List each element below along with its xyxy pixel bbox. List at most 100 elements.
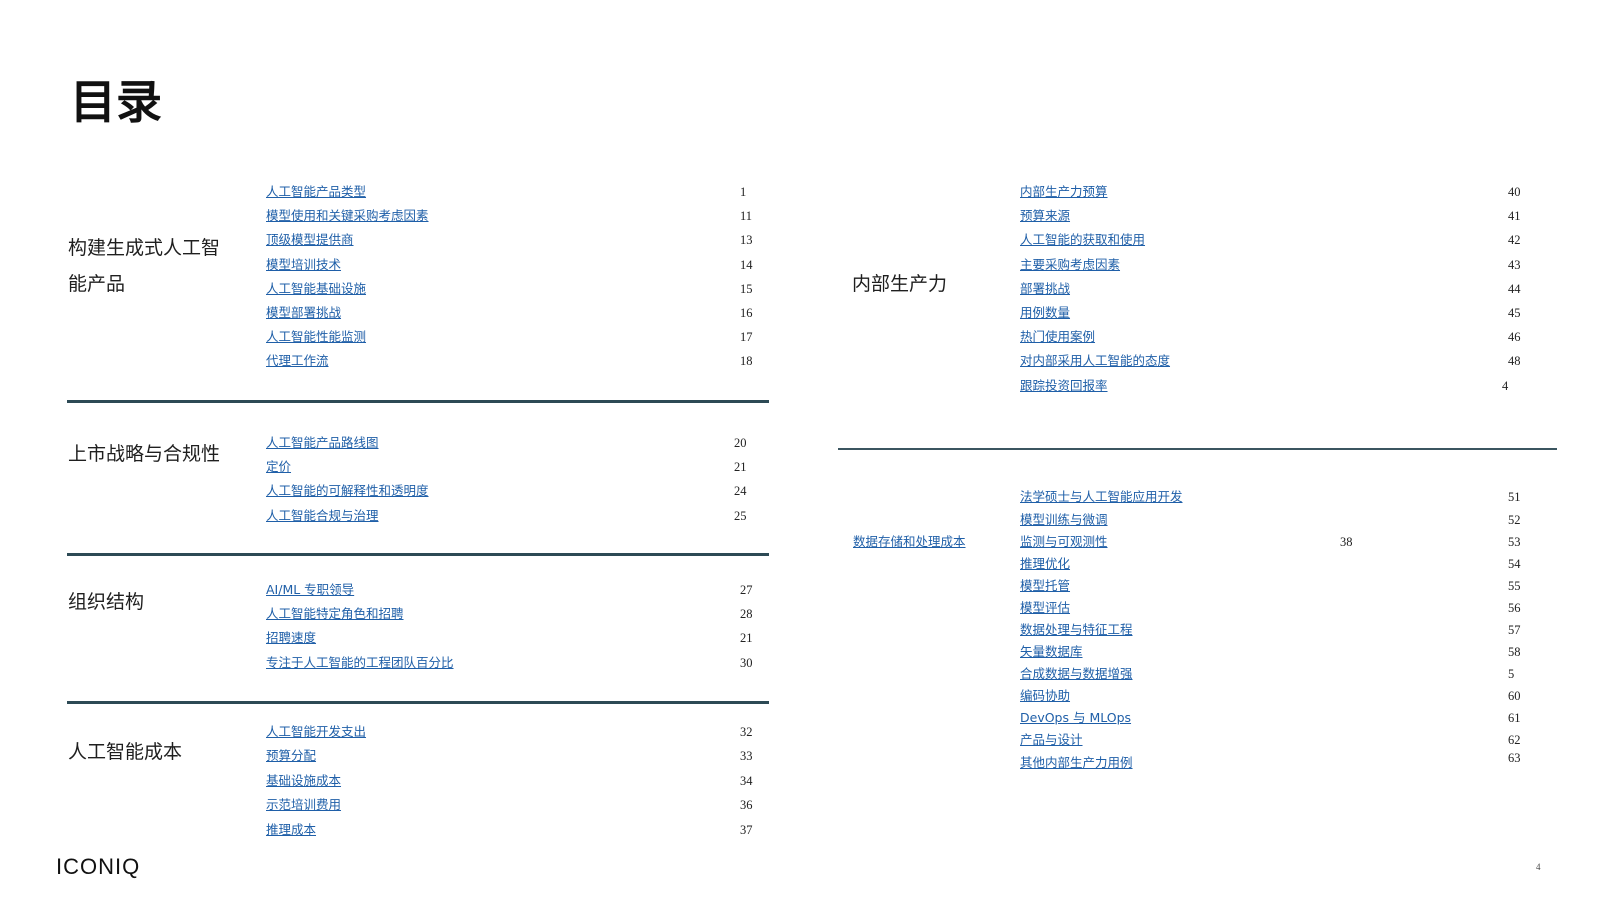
page-number: 11: [740, 209, 753, 223]
toc-link[interactable]: 人工智能基础设施: [266, 281, 367, 296]
toc-link[interactable]: 编码协助: [1020, 688, 1071, 703]
page-number: 62: [1508, 733, 1521, 747]
toc-link[interactable]: 专注于人工智能的工程团队百分比: [266, 655, 454, 670]
toc-link[interactable]: 预算来源: [1020, 208, 1071, 223]
toc-link[interactable]: 人工智能性能监测: [266, 329, 367, 344]
toc-link[interactable]: 人工智能特定角色和招聘: [266, 606, 404, 621]
toc-link[interactable]: 人工智能开发支出: [266, 724, 367, 739]
section-title-ai-cost: 人工智能成本: [68, 741, 183, 763]
toc-link[interactable]: 模型评估: [1020, 600, 1071, 615]
page-number: 33: [740, 749, 753, 763]
page-number: 32: [740, 725, 753, 739]
toc-link[interactable]: 对内部采用人工智能的态度: [1020, 353, 1171, 368]
toc-link[interactable]: 合成数据与数据增强: [1020, 666, 1133, 681]
page-number: 24: [734, 484, 747, 498]
section-title-org-structure: 组织结构: [68, 591, 145, 613]
page-number: 21: [734, 460, 747, 474]
toc-link[interactable]: 热门使用案例: [1020, 329, 1096, 344]
iconiq-logo: ICONIQ: [56, 854, 141, 879]
toc-link[interactable]: 招聘速度: [266, 630, 317, 645]
toc-link[interactable]: 模型部署挑战: [266, 305, 342, 320]
page-number: 44: [1508, 282, 1521, 296]
section-title-internal-productivity: 内部生产力: [852, 273, 948, 295]
toc-link[interactable]: 人工智能的可解释性和透明度: [266, 483, 429, 498]
toc-link[interactable]: 顶级模型提供商: [266, 232, 354, 247]
toc-link[interactable]: 基础设施成本: [266, 773, 342, 788]
page-number: 41: [1508, 209, 1521, 223]
page-number: 45: [1508, 306, 1521, 320]
toc-link[interactable]: 预算分配: [266, 748, 317, 763]
section-divider: [67, 701, 769, 704]
section-divider: [838, 448, 1557, 450]
page-number: 48: [1508, 354, 1521, 368]
page-number: 61: [1508, 711, 1521, 725]
page-number: 60: [1508, 689, 1521, 703]
page-number: 52: [1508, 513, 1521, 527]
toc-link[interactable]: 人工智能的获取和使用: [1020, 232, 1146, 247]
toc-link[interactable]: 法学硕士与人工智能应用开发: [1020, 489, 1183, 504]
page-number: 53: [1508, 535, 1521, 549]
toc-link[interactable]: DevOps 与 MLOps: [1020, 710, 1132, 725]
page-number: 16: [740, 306, 753, 320]
page-number: 5: [1508, 667, 1515, 681]
page-number: 58: [1508, 645, 1521, 659]
toc-link[interactable]: 主要采购考虑因素: [1020, 257, 1121, 272]
toc-link[interactable]: 产品与设计: [1020, 732, 1083, 747]
page-number: 36: [740, 798, 753, 812]
toc-link[interactable]: 数据处理与特征工程: [1020, 622, 1133, 637]
toc-link-data-storage[interactable]: 数据存储和处理成本: [853, 534, 966, 549]
section-divider: [67, 553, 769, 556]
page-number: 17: [740, 330, 753, 344]
page-number: 42: [1508, 233, 1521, 247]
toc-link[interactable]: 示范培训费用: [266, 797, 342, 812]
page-number: 51: [1508, 490, 1521, 504]
page-number: 13: [740, 233, 753, 247]
toc-link[interactable]: 用例数量: [1020, 305, 1071, 320]
page-number: 25: [734, 509, 747, 523]
page-number: 28: [740, 607, 753, 621]
toc-link[interactable]: 部署挑战: [1020, 281, 1071, 296]
toc-link[interactable]: 人工智能产品类型: [266, 184, 367, 199]
toc-link[interactable]: 模型托管: [1020, 578, 1071, 593]
slide-number: 4: [1536, 862, 1541, 872]
toc-link[interactable]: 内部生产力预算: [1020, 184, 1108, 199]
toc-link[interactable]: AI/ML 专职领导: [266, 582, 355, 597]
toc-link[interactable]: 监测与可观测性: [1020, 534, 1108, 549]
page-number: 63: [1508, 751, 1521, 765]
page-number: 57: [1508, 623, 1521, 637]
toc-link[interactable]: 推理成本: [266, 822, 317, 837]
toc-link[interactable]: 人工智能合规与治理: [266, 508, 379, 523]
section-divider: [67, 400, 769, 403]
toc-link[interactable]: 推理优化: [1020, 556, 1071, 571]
page-number: 56: [1508, 601, 1521, 615]
section-title-gtm-compliance: 上市战略与合规性: [68, 443, 221, 465]
toc-link[interactable]: 矢量数据库: [1020, 644, 1083, 659]
toc-link[interactable]: 代理工作流: [266, 353, 329, 368]
toc-link[interactable]: 人工智能产品路线图: [266, 435, 379, 450]
page-number: 34: [740, 774, 753, 788]
page-number: 38: [1340, 535, 1353, 549]
page-number: 43: [1508, 258, 1521, 272]
page-number: 4: [1502, 379, 1509, 393]
toc-link[interactable]: 模型训练与微调: [1020, 512, 1108, 527]
page-number: 20: [734, 436, 747, 450]
toc-link[interactable]: 模型使用和关键采购考虑因素: [266, 208, 429, 223]
page-number: 18: [740, 354, 753, 368]
page-number: 30: [740, 656, 753, 670]
page-number: 37: [740, 823, 753, 837]
toc-link[interactable]: 模型培训技术: [266, 257, 342, 272]
page-number: 40: [1508, 185, 1521, 199]
page-number: 1: [740, 185, 747, 199]
page-number: 15: [740, 282, 753, 296]
page-number: 27: [740, 583, 753, 597]
page-number: 55: [1508, 579, 1521, 593]
toc-link[interactable]: 定价: [266, 459, 292, 474]
page-number: 21: [740, 631, 753, 645]
toc-link[interactable]: 跟踪投资回报率: [1020, 378, 1108, 393]
toc-link[interactable]: 其他内部生产力用例: [1020, 755, 1133, 770]
page-number: 46: [1508, 330, 1521, 344]
page-number: 14: [740, 258, 753, 272]
section-title-build-genai: 构建生成式人工智能产品: [68, 237, 221, 295]
page-title: 目录: [70, 75, 162, 129]
page-number: 54: [1508, 557, 1521, 571]
